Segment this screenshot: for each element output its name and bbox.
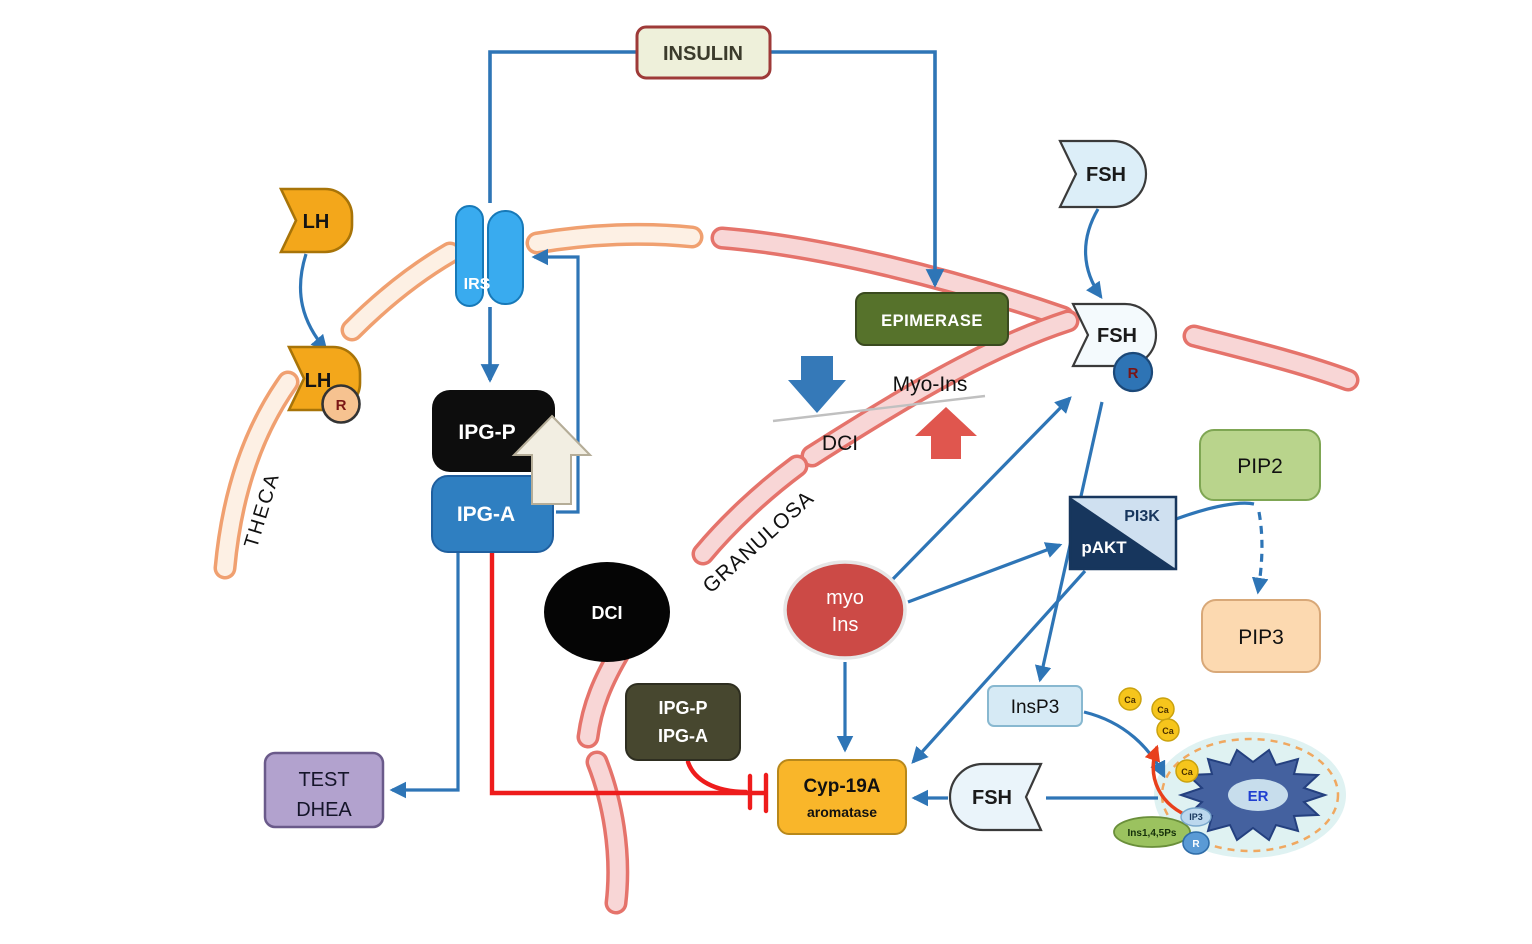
myo-ins-label-line2: Ins xyxy=(832,614,859,636)
pip2-to-pip3-dashed-arrow xyxy=(1251,511,1269,595)
pip2-label: PIP2 xyxy=(1237,455,1283,478)
test-dhea-node: TEST DHEA xyxy=(263,751,385,829)
ip3-receptor-label: Ins1,4,5Ps xyxy=(1128,828,1177,839)
fsh-receptor: FSH R xyxy=(1071,302,1158,393)
test-label: TEST xyxy=(298,769,349,791)
ipg-a-node: IPG-A xyxy=(431,475,554,553)
er-label: ER xyxy=(1248,788,1269,805)
ip3-badge-label: IP3 xyxy=(1189,812,1203,822)
myo-ins-label-line1: myo xyxy=(826,587,864,609)
fsh-receptor-r-label: R xyxy=(1128,365,1139,382)
pi3k-pakt-node: PI3K pAKT xyxy=(1068,495,1178,571)
ip3-r-badge-label: R xyxy=(1192,839,1200,850)
connectors xyxy=(298,50,1269,814)
lh-receptor-label: LH xyxy=(305,370,332,392)
insp3-label: InsP3 xyxy=(1011,697,1060,718)
lh-receptor: LH R xyxy=(286,345,362,424)
fsh-effector: FSH xyxy=(948,762,1043,832)
ipga-to-testdhea-arrow xyxy=(389,552,460,799)
ratio-divider-line xyxy=(772,394,986,423)
epimerase-label: EPIMERASE xyxy=(881,312,983,330)
down-arrow-icon xyxy=(788,356,846,413)
dci-label: DCI xyxy=(592,603,623,623)
myoins-to-pi3k-arrow xyxy=(907,542,1063,604)
ipg-feedback-to-irs-arrow xyxy=(531,248,580,514)
er-node: ER xyxy=(1177,748,1329,842)
ca-ion: Ca xyxy=(1156,718,1180,742)
ca-ion-label: Ca xyxy=(1157,705,1169,715)
lh-to-lh-receptor-arrow xyxy=(298,253,328,352)
pip3-label: PIP3 xyxy=(1238,626,1284,649)
ipg-a-label: IPG-A xyxy=(457,503,515,526)
ipg-pa-label-line1: IPG-P xyxy=(658,698,707,718)
ca-ions: Ca Ca Ca Ca xyxy=(1118,687,1199,783)
granulosa-membrane-arc xyxy=(576,226,1360,915)
ip3-receptor: Ins1,4,5Ps IP3 R xyxy=(1113,807,1212,855)
insulin-to-irs-line xyxy=(488,50,637,203)
insulin-label: INSULIN xyxy=(663,43,743,65)
ip3-badge xyxy=(1180,807,1212,827)
ca-ion: Ca xyxy=(1151,697,1175,721)
lh-receptor-r-badge xyxy=(321,384,361,424)
ca-ion: Ca xyxy=(1118,687,1142,711)
ipg-pa-node: IPG-P IPG-A xyxy=(625,683,741,761)
myoins-dci-ratio: Myo-Ins DCI xyxy=(822,373,967,455)
ipgpa-inhibits-cyp19a-line xyxy=(685,759,749,795)
cyp19a-node: Cyp-19A aromatase xyxy=(777,759,907,835)
ratio-denominator-label: DCI xyxy=(822,432,858,455)
ca-ion: Ca xyxy=(1175,759,1199,783)
dci-node: DCI xyxy=(544,562,670,662)
fsh-receptor-label: FSH xyxy=(1097,325,1137,347)
ip3-r-badge xyxy=(1182,831,1210,855)
ipg-p-label: IPG-P xyxy=(458,421,515,444)
ca-ion-label: Ca xyxy=(1162,726,1174,736)
pi3k-label: PI3K xyxy=(1124,508,1160,525)
insulin-to-epimerase-arrow xyxy=(770,50,945,288)
fsh-effector-label: FSH xyxy=(972,787,1012,809)
aromatase-label: aromatase xyxy=(807,804,877,820)
ratio-numerator-label: Myo-Ins xyxy=(893,373,968,396)
fsh-ligand-label: FSH xyxy=(1086,164,1126,186)
irs-receptor: IRS xyxy=(455,205,524,307)
pip3-node: PIP3 xyxy=(1201,599,1321,673)
lh-receptor-r-label: R xyxy=(336,397,347,414)
fsh-to-fsh-receptor-arrow xyxy=(1084,208,1103,300)
pip2-node: PIP2 xyxy=(1199,429,1321,501)
dhea-label: DHEA xyxy=(296,799,352,821)
ca-ion-label: Ca xyxy=(1124,695,1136,705)
fsh-receptor-r-badge xyxy=(1112,351,1154,393)
pakt-label: pAKT xyxy=(1081,538,1127,557)
irs-label: IRS xyxy=(464,276,491,293)
myoins-to-fshr-arrow xyxy=(890,396,1072,582)
ipga-inhibits-cyp19a-line xyxy=(489,549,767,796)
lh-ligand: LH xyxy=(278,187,354,254)
ca-ion-label: Ca xyxy=(1181,767,1193,777)
insp3-node: InsP3 xyxy=(987,685,1083,727)
ipg-pa-label-line2: IPG-A xyxy=(658,726,708,746)
pi3k-to-pip2-curve xyxy=(1175,501,1255,521)
myo-ins-node: myo Ins xyxy=(783,560,907,660)
red-up-arrow-icon xyxy=(915,407,977,459)
theca-membrane-arc xyxy=(213,222,704,580)
cyp19a-label: Cyp-19A xyxy=(803,776,880,797)
ipg-up-arrow-icon xyxy=(511,414,593,505)
insulin-node: INSULIN xyxy=(635,25,772,80)
insp3-to-er-arrow xyxy=(1083,710,1166,779)
epimerase-node: EPIMERASE xyxy=(855,292,1009,346)
lh-ligand-label: LH xyxy=(303,211,330,233)
fsh-ligand: FSH xyxy=(1058,139,1148,209)
